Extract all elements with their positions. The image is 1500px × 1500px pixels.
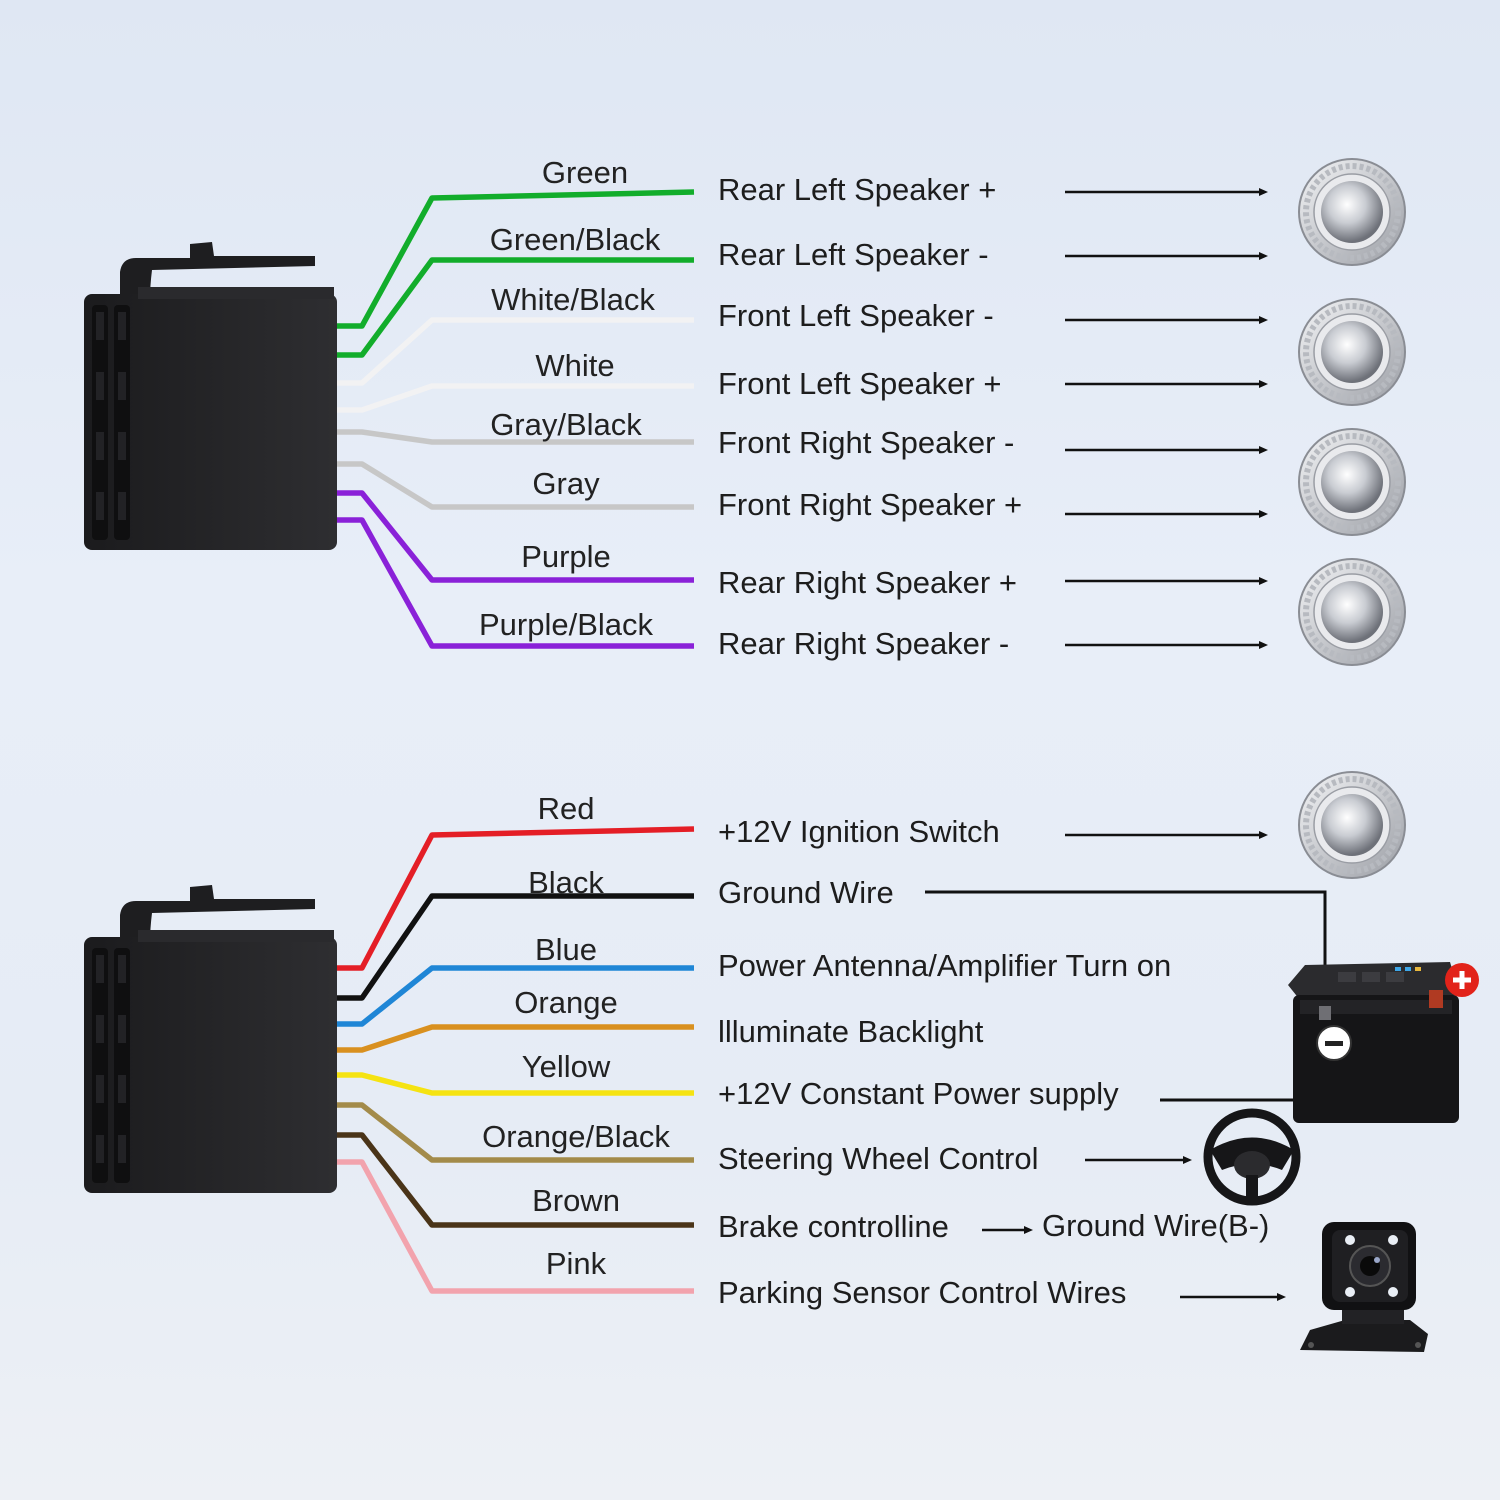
- upper-wire-7: [337, 517, 694, 649]
- lower-wire-label: Blue: [535, 932, 597, 967]
- lower-function-label: Steering Wheel Control: [718, 1141, 1039, 1176]
- device-arrow: [982, 1226, 1033, 1234]
- lower-function-label: +12V Ignition Switch: [718, 814, 1000, 849]
- upper-wire-label: Gray: [532, 466, 600, 501]
- upper-function-label: Front Left Speaker +: [718, 366, 1001, 401]
- lower-wire-1: [337, 893, 694, 1001]
- device-arrow: [1065, 831, 1268, 839]
- brake-target-label: Ground Wire(B-): [1042, 1208, 1269, 1243]
- lower-wire-label: Orange/Black: [482, 1119, 670, 1154]
- upper-function-label: Rear Left Speaker -: [718, 237, 989, 272]
- upper-wire-label: Purple: [521, 539, 611, 574]
- lower-wire-5: [337, 1102, 694, 1163]
- upper-wire-3: [337, 383, 694, 413]
- steering-wheel-icon: [1203, 1108, 1301, 1206]
- speaker-arrow: [1065, 316, 1268, 324]
- speaker-arrow: [1065, 380, 1268, 388]
- upper-function-label: Rear Right Speaker -: [718, 626, 1009, 661]
- upper-wire-label: White: [535, 348, 614, 383]
- lower-wire-0: [337, 826, 695, 971]
- device-arrow: [1180, 1293, 1286, 1301]
- lower-wire-7: [337, 1159, 694, 1294]
- lower-wires: [337, 826, 695, 1294]
- speaker-arrow: [1065, 188, 1268, 196]
- upper-wire-label: Green: [542, 155, 628, 190]
- upper-wire-4: [337, 429, 694, 445]
- speaker-arrow: [1065, 252, 1268, 260]
- lower-wire-3: [337, 1024, 694, 1053]
- lower-wire-label: Black: [528, 865, 604, 900]
- upper-function-label: Rear Left Speaker +: [718, 172, 996, 207]
- upper-wire-1: [337, 257, 694, 358]
- lower-wire-4: [337, 1072, 694, 1096]
- lower-function-label: llluminate Backlight: [718, 1014, 984, 1049]
- lower-wire-2: [337, 965, 694, 1027]
- lower-function-label: Brake controlline: [718, 1209, 949, 1244]
- speaker-icon: [1299, 159, 1405, 265]
- upper-function-label: Front Left Speaker -: [718, 298, 994, 333]
- speaker-icon: [1299, 299, 1405, 405]
- upper-wire-label: Gray/Black: [490, 407, 642, 442]
- lower-function-label: +12V Constant Power supply: [718, 1076, 1119, 1111]
- upper-iso-connector: [84, 242, 337, 550]
- upper-wire-5: [337, 461, 694, 510]
- lower-wire-label: Orange: [514, 985, 617, 1020]
- speaker-icon: [1299, 429, 1405, 535]
- lower-wire-label: Red: [538, 791, 595, 826]
- upper-function-label: Front Right Speaker +: [718, 487, 1022, 522]
- lower-wire-label: Yellow: [522, 1049, 611, 1084]
- upper-wire-6: [337, 490, 694, 583]
- upper-wire-label: Purple/Black: [479, 607, 654, 642]
- lower-iso-connector: [84, 885, 337, 1193]
- upper-wires: [337, 189, 695, 649]
- lower-function-label: Parking Sensor Control Wires: [718, 1275, 1126, 1310]
- lower-wire-6: [337, 1132, 694, 1228]
- battery-icon: [1288, 962, 1479, 1123]
- upper-wire-2: [337, 317, 694, 386]
- lower-function-label: Power Antenna/Amplifier Turn on: [718, 948, 1171, 983]
- speaker-arrow: [1065, 577, 1268, 585]
- speaker-arrow: [1065, 641, 1268, 649]
- reverse-camera-icon: [1300, 1222, 1428, 1352]
- lower-wire-label: Pink: [546, 1246, 607, 1281]
- upper-wire-label: Green/Black: [490, 222, 661, 257]
- upper-function-label: Front Right Speaker -: [718, 425, 1014, 460]
- connection-arrows: [982, 188, 1286, 1301]
- speaker-icon: [1299, 772, 1405, 878]
- device-arrow: [1085, 1156, 1192, 1164]
- speaker-icon: [1299, 559, 1405, 665]
- speaker-arrow: [1065, 510, 1268, 518]
- upper-function-label: Rear Right Speaker +: [718, 565, 1017, 600]
- lower-function-label: Ground Wire: [718, 875, 894, 910]
- upper-wire-0: [337, 189, 695, 329]
- upper-wire-label: White/Black: [491, 282, 655, 317]
- lower-wire-label: Brown: [532, 1183, 620, 1218]
- speaker-arrow: [1065, 446, 1268, 454]
